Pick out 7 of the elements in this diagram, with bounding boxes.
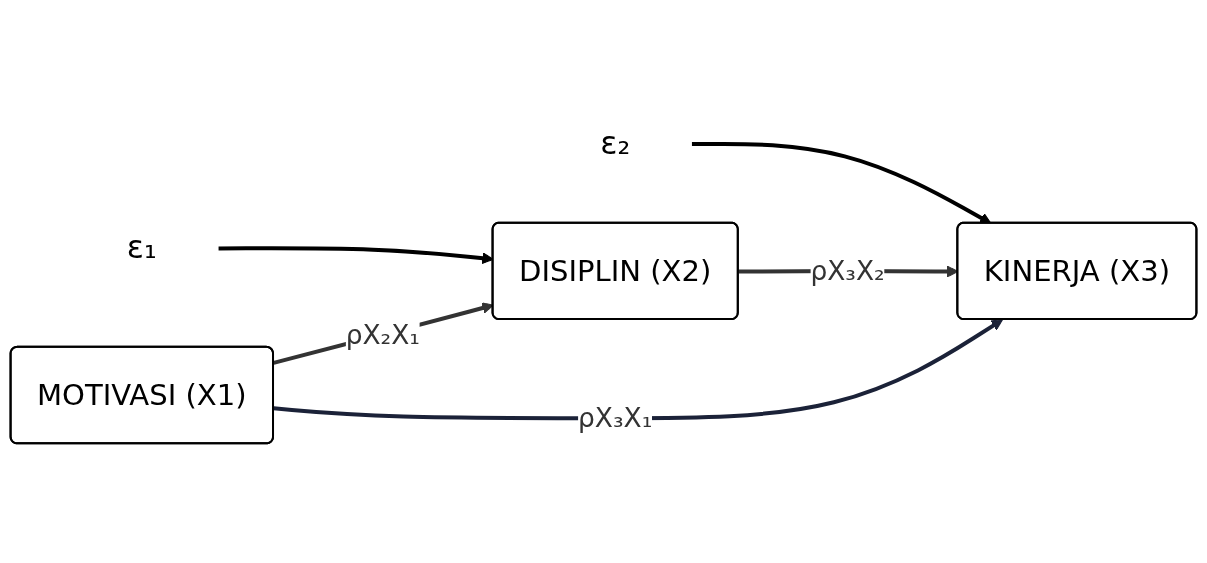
node-text: ε₂	[600, 124, 631, 162]
arrow	[273, 319, 1003, 421]
edge-label: ρX₃X₂	[810, 255, 885, 287]
node-text: ε₁	[126, 229, 157, 267]
edge-label: ρX₂X₁	[345, 318, 420, 351]
arrow	[691, 141, 992, 224]
edge-label: ρX₃X₁	[578, 402, 653, 435]
